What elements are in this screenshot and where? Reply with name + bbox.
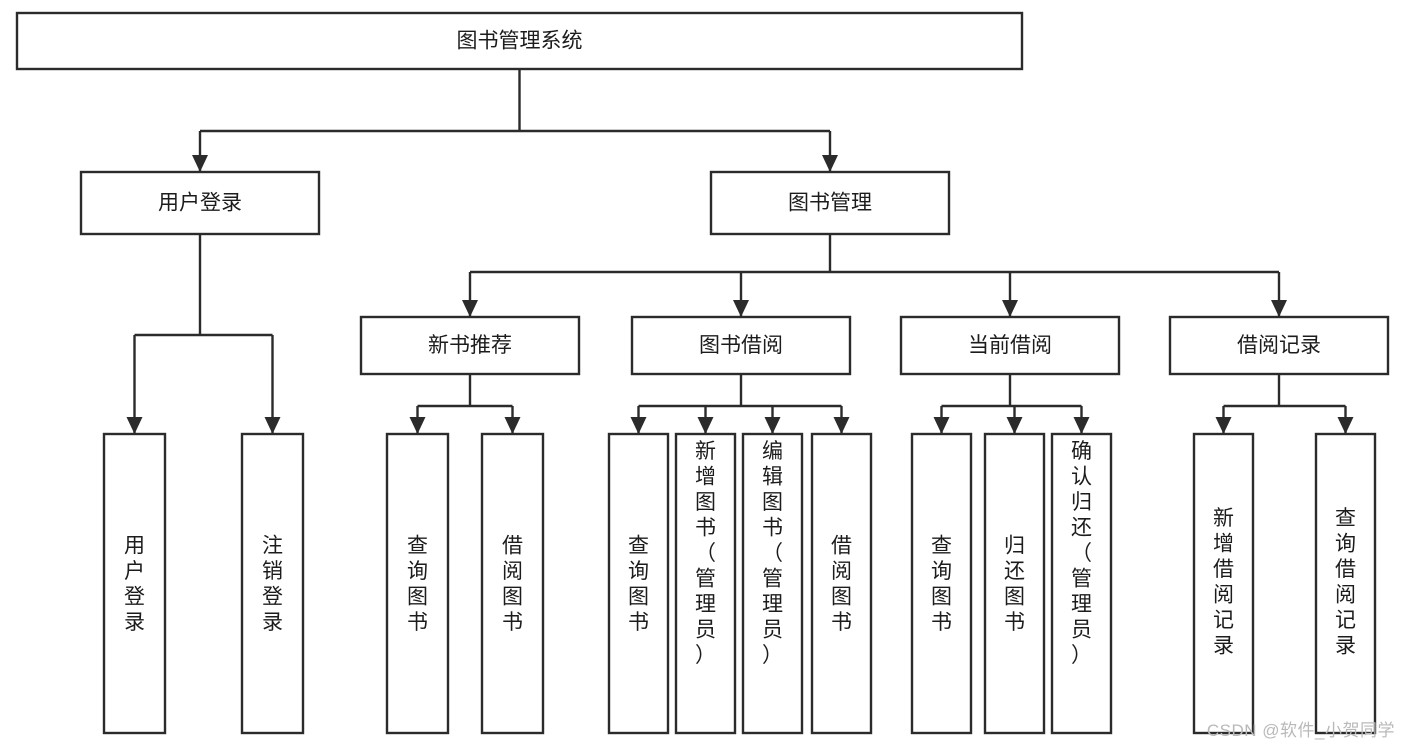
node-label-leaf-query-borrow-record: 查询借阅记录 (1335, 507, 1356, 658)
arrow-head-icon-current-borrow-0 (933, 417, 950, 434)
node-box-root (15, 11, 1024, 71)
node-box-leaf-borrow-book (810, 432, 873, 735)
node-leaf-query-book-cur[interactable]: 查询图书 (910, 432, 973, 735)
node-box-current-borrow (899, 315, 1121, 376)
node-box-leaf-add-book-admin (674, 432, 737, 735)
node-box-leaf-user-login (102, 432, 167, 735)
node-box-leaf-edit-book-admin (741, 432, 804, 735)
node-box-leaf-add-borrow-record (1192, 432, 1255, 735)
node-label-leaf-return-book: 归还图书 (1004, 535, 1025, 635)
arrow-head-icon-root-1 (822, 155, 838, 172)
arrow-head-icon-root-0 (192, 155, 208, 172)
node-box-user-login (79, 170, 321, 236)
arrow-head-icon-borrow-record-0 (1215, 417, 1232, 434)
arrow-head-icon-user-login-1 (264, 417, 281, 434)
node-label-root: 图书管理系统 (457, 30, 583, 53)
node-label-leaf-user-logout: 注销登录 (262, 535, 283, 635)
node-leaf-add-book-admin[interactable]: 新增图书（管理员） (674, 432, 737, 735)
node-leaf-return-book[interactable]: 归还图书 (983, 432, 1046, 735)
node-box-new-book-recommend (359, 315, 581, 376)
node-leaf-confirm-return-admin[interactable]: 确认归还（管理员） (1050, 432, 1113, 735)
arrow-head-icon-book-borrow-1 (697, 417, 714, 434)
connectors-layer (126, 69, 1354, 434)
node-book-manage[interactable]: 图书管理 (709, 170, 951, 236)
node-box-leaf-user-logout (240, 432, 305, 735)
node-label-new-book-recommend: 新书推荐 (428, 334, 512, 357)
node-label-user-login: 用户登录 (158, 192, 242, 215)
node-current-borrow[interactable]: 当前借阅 (899, 315, 1121, 376)
node-borrow-record[interactable]: 借阅记录 (1168, 315, 1390, 376)
node-box-leaf-query-borrow-record (1314, 432, 1377, 735)
node-box-leaf-return-book (983, 432, 1046, 735)
node-label-leaf-borrow-book-rec: 借阅图书 (502, 535, 523, 635)
arrow-head-icon-book-borrow-0 (630, 417, 647, 434)
nodes-layer: 图书管理系统用户登录图书管理新书推荐图书借阅当前借阅借阅记录用户登录注销登录查询… (15, 11, 1390, 735)
node-leaf-query-borrow-record[interactable]: 查询借阅记录 (1314, 432, 1377, 735)
arrow-head-icon-current-borrow-2 (1073, 417, 1090, 434)
node-root[interactable]: 图书管理系统 (15, 11, 1024, 71)
node-label-leaf-add-borrow-record: 新增借阅记录 (1213, 507, 1234, 658)
node-leaf-borrow-book[interactable]: 借阅图书 (810, 432, 873, 735)
arrow-head-icon-book-manage-3 (1271, 300, 1287, 317)
node-box-book-manage (709, 170, 951, 236)
arrow-head-icon-book-manage-2 (1002, 300, 1018, 317)
node-new-book-recommend[interactable]: 新书推荐 (359, 315, 581, 376)
arrow-head-icon-new-book-recommend-0 (409, 417, 426, 434)
node-box-leaf-query-book-rec (385, 432, 450, 735)
node-label-current-borrow: 当前借阅 (968, 334, 1052, 357)
node-label-leaf-query-book-rec: 查询图书 (407, 535, 428, 635)
watermark-text: CSDN @软件_小贺同学 (1206, 721, 1395, 740)
node-leaf-user-logout[interactable]: 注销登录 (240, 432, 305, 735)
node-label-book-manage: 图书管理 (788, 192, 872, 215)
node-box-borrow-record (1168, 315, 1390, 376)
node-label-leaf-borrow-book: 借阅图书 (831, 535, 852, 635)
node-label-borrow-record: 借阅记录 (1237, 334, 1321, 357)
node-leaf-borrow-book-rec[interactable]: 借阅图书 (480, 432, 545, 735)
arrow-head-icon-book-manage-0 (462, 300, 478, 317)
node-label-leaf-query-book: 查询图书 (628, 535, 649, 635)
arrow-head-icon-book-borrow-3 (833, 417, 850, 434)
node-box-book-borrow (630, 315, 852, 376)
node-leaf-query-book-rec[interactable]: 查询图书 (385, 432, 450, 735)
node-leaf-query-book[interactable]: 查询图书 (607, 432, 670, 735)
node-box-leaf-confirm-return-admin (1050, 432, 1113, 735)
node-label-leaf-edit-book-admin: 编辑图书（管理员） (762, 440, 783, 667)
arrow-head-icon-book-manage-1 (733, 300, 749, 317)
node-label-leaf-query-book-cur: 查询图书 (931, 535, 952, 635)
node-label-leaf-user-login: 用户登录 (124, 535, 145, 635)
node-leaf-user-login[interactable]: 用户登录 (102, 432, 167, 735)
node-label-leaf-confirm-return-admin: 确认归还（管理员） (1071, 440, 1092, 667)
arrow-head-icon-book-borrow-2 (764, 417, 781, 434)
node-user-login[interactable]: 用户登录 (79, 170, 321, 236)
node-box-leaf-borrow-book-rec (480, 432, 545, 735)
node-leaf-edit-book-admin[interactable]: 编辑图书（管理员） (741, 432, 804, 735)
arrow-head-icon-new-book-recommend-1 (504, 417, 521, 434)
node-leaf-add-borrow-record[interactable]: 新增借阅记录 (1192, 432, 1255, 735)
node-label-leaf-add-book-admin: 新增图书（管理员） (695, 440, 716, 667)
node-box-leaf-query-book (607, 432, 670, 735)
arrow-head-icon-borrow-record-1 (1337, 417, 1354, 434)
node-book-borrow[interactable]: 图书借阅 (630, 315, 852, 376)
node-label-book-borrow: 图书借阅 (699, 334, 783, 357)
node-box-leaf-query-book-cur (910, 432, 973, 735)
arrow-head-icon-current-borrow-1 (1006, 417, 1023, 434)
arrow-head-icon-user-login-0 (126, 417, 143, 434)
